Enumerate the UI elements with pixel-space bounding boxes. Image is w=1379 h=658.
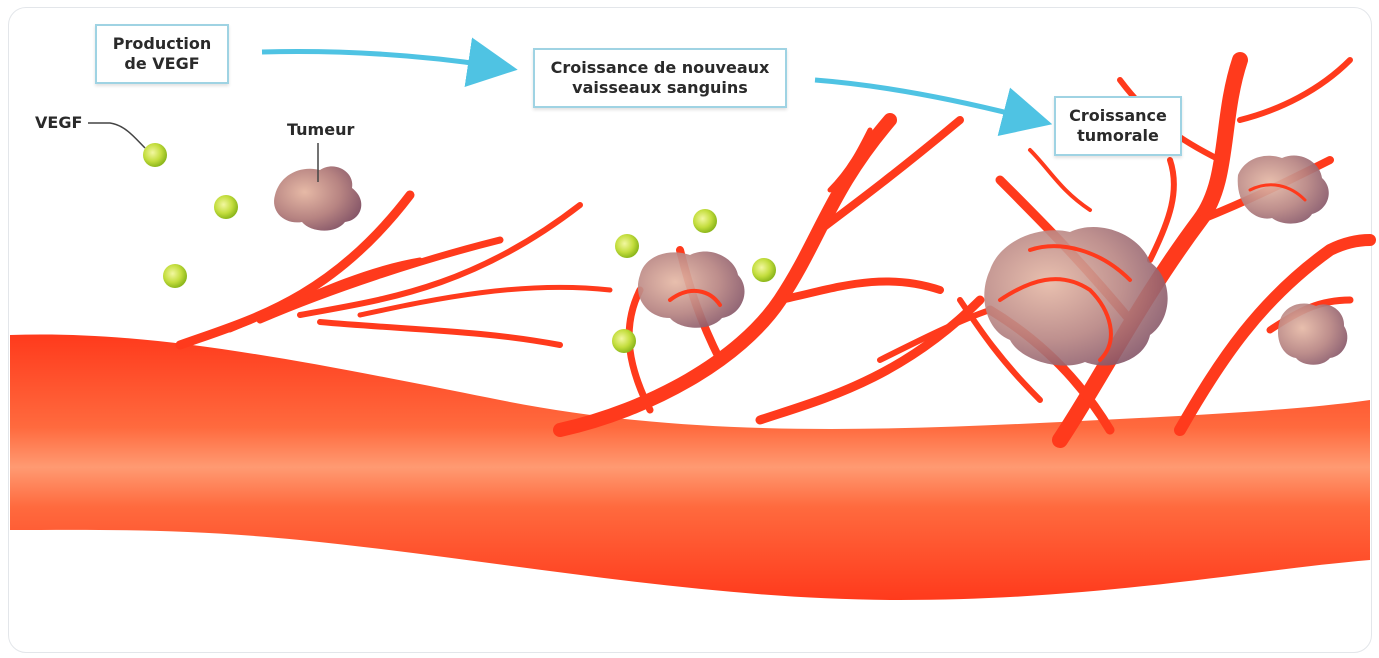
- vegf-leader-line: [88, 123, 145, 148]
- vegf-label: VEGF: [35, 113, 82, 132]
- tumeur-label: Tumeur: [287, 120, 354, 139]
- vegf-dot: [143, 143, 167, 167]
- vegf-dot: [693, 209, 717, 233]
- vegf-dot: [612, 329, 636, 353]
- vegf-dot: [615, 234, 639, 258]
- step-vessels-line1: Croissance de nouveaux: [551, 58, 770, 78]
- vegf-dot: [752, 258, 776, 282]
- tumor-right: [1278, 304, 1347, 365]
- early-vessel-sprouts: [180, 195, 610, 345]
- step-tumor-growth-line2: tumorale: [1077, 126, 1159, 146]
- step-production-line2: de VEGF: [124, 54, 199, 74]
- step-tumor-growth-box: Croissance tumorale: [1054, 96, 1182, 156]
- vegf-dot: [214, 195, 238, 219]
- step-production-line1: Production: [113, 34, 211, 54]
- middle-vessel-sprouts: [560, 120, 990, 430]
- step-vessels-line2: vaisseaux sanguins: [572, 78, 748, 98]
- step-tumor-growth-line1: Croissance: [1069, 106, 1167, 126]
- step-production-box: Production de VEGF: [95, 24, 229, 84]
- vegf-dot: [163, 264, 187, 288]
- arrow-production-to-vessels: [262, 52, 493, 66]
- step-vessels-box: Croissance de nouveaux vaisseaux sanguin…: [533, 48, 787, 108]
- arrow-vessels-to-tumor-growth: [815, 80, 1028, 118]
